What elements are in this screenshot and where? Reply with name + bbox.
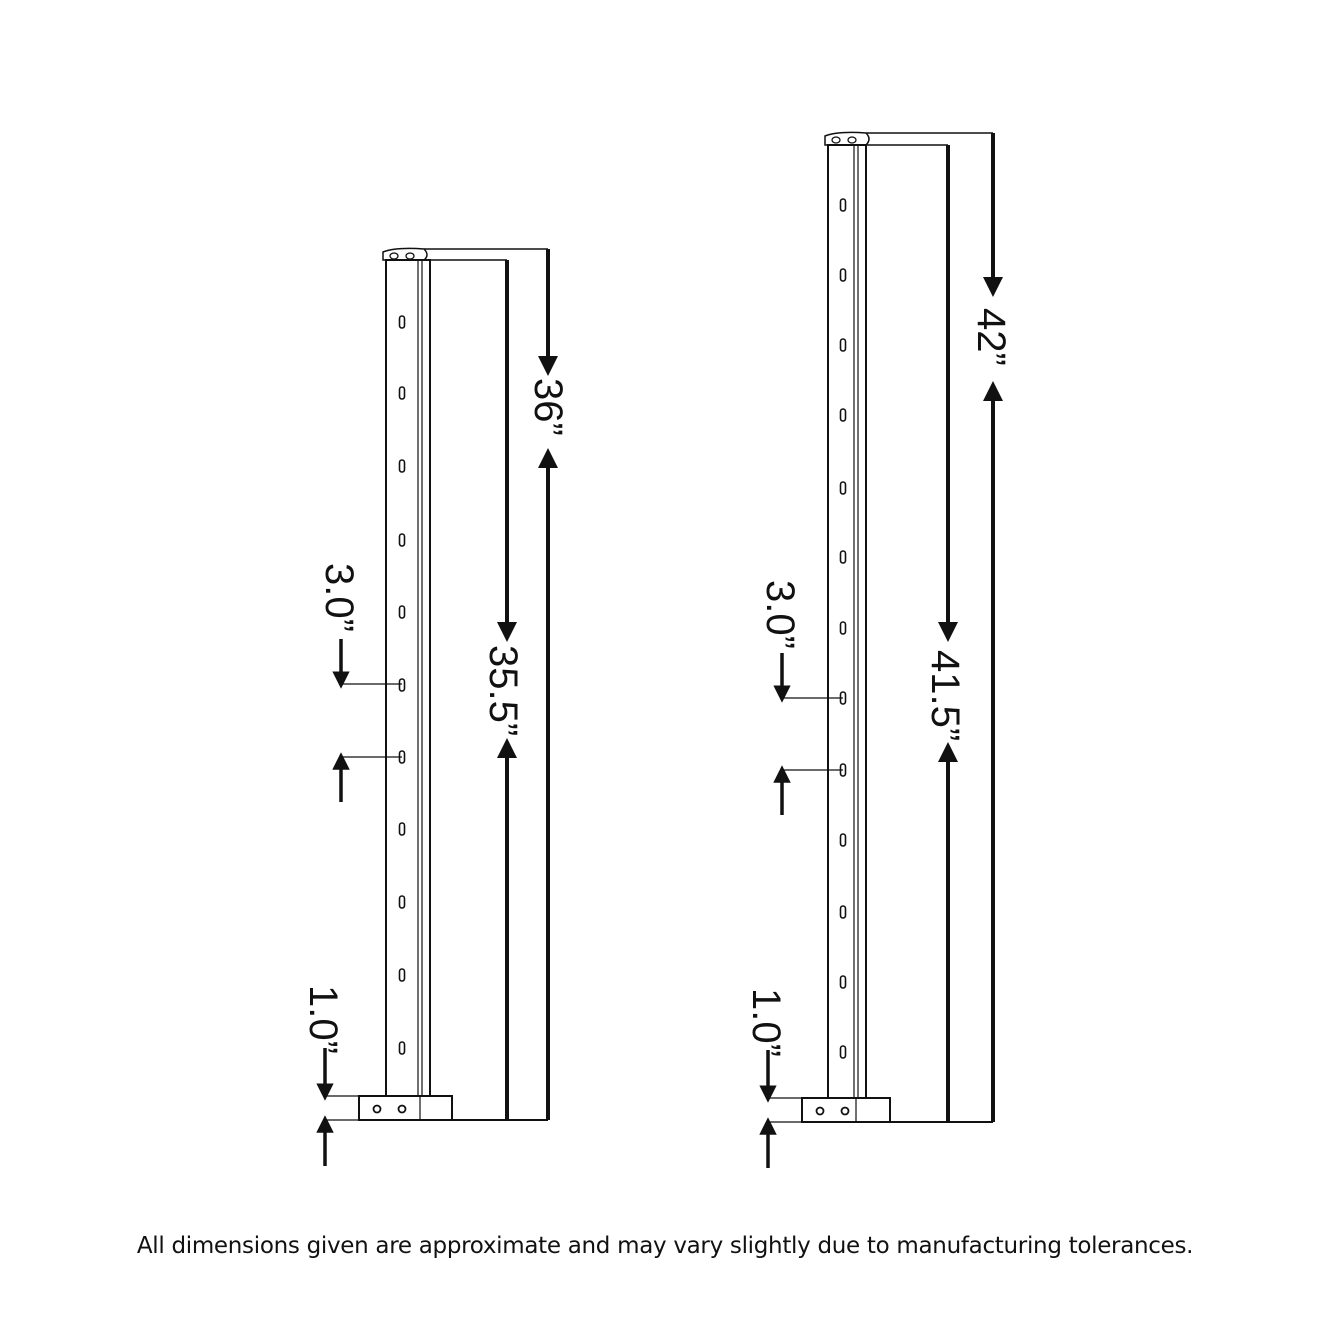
right-cable-hole — [839, 481, 847, 495]
left-cable-hole — [398, 459, 406, 473]
right-cable-hole — [839, 550, 847, 564]
left-cable-hole — [398, 895, 406, 909]
left-cable-hole — [398, 605, 406, 619]
left-post-height-label: 35.5” — [481, 645, 525, 736]
right-cable-hole — [839, 621, 847, 635]
right-base-bolt-hole — [815, 1106, 825, 1116]
left-cable-hole — [398, 678, 406, 692]
right-cap-screw-icon — [831, 136, 841, 144]
left-cap-screw-icon — [389, 252, 399, 260]
right-post-cap — [824, 131, 870, 146]
right-post-height-label: 41.5” — [923, 650, 967, 741]
right-cable-hole — [839, 338, 847, 352]
left-base-bolt-hole — [397, 1104, 407, 1114]
right-cable-hole — [839, 408, 847, 422]
right-base-plate — [801, 1097, 891, 1123]
left-hole-spacing-label: 3.0” — [317, 563, 361, 632]
right-cap-screw-icon — [847, 136, 857, 144]
left-base-bolt-hole — [372, 1104, 382, 1114]
right-cable-hole — [839, 1045, 847, 1059]
right-cable-hole — [839, 905, 847, 919]
disclaimer-caption: All dimensions given are approximate and… — [136, 1233, 1194, 1259]
right-cable-hole — [839, 833, 847, 847]
right-cable-hole — [839, 198, 847, 212]
left-cap-screw-icon — [405, 252, 415, 260]
right-post-body — [827, 144, 867, 1099]
right-base-bolt-hole — [840, 1106, 850, 1116]
left-cable-hole — [398, 1041, 406, 1055]
left-post-body — [385, 259, 431, 1097]
left-cable-hole — [398, 968, 406, 982]
left-cable-hole — [398, 822, 406, 836]
left-cable-hole — [398, 533, 406, 547]
left-base-plate — [358, 1095, 453, 1121]
left-overall-height-label: 36” — [526, 378, 570, 436]
left-base-offset-label: 1.0” — [301, 985, 345, 1054]
left-post-cap — [382, 247, 428, 261]
right-hole-spacing-label: 3.0” — [758, 580, 802, 649]
right-base-offset-label: 1.0” — [744, 988, 788, 1057]
left-cable-hole — [398, 315, 406, 329]
right-cable-hole — [839, 268, 847, 282]
left-cable-hole — [398, 386, 406, 400]
right-cable-hole — [839, 975, 847, 989]
right-overall-height-label: 42” — [969, 308, 1013, 366]
